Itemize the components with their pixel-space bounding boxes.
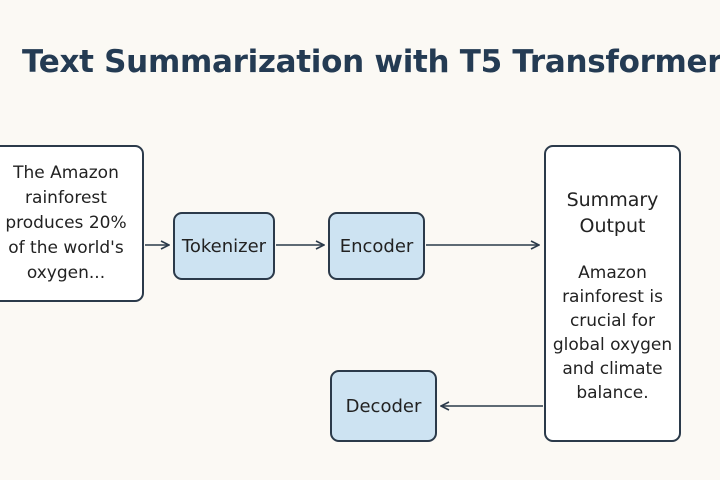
summary-output-title: Summary Output	[566, 189, 659, 237]
decoder-node: Decoder	[330, 370, 437, 442]
decoder-label: Decoder	[345, 395, 422, 417]
input-text-box: The Amazon rainforest produces 20% of th…	[0, 145, 144, 302]
input-text: The Amazon rainforest produces 20% of th…	[5, 163, 127, 283]
summary-output-text: Amazon rainforest is crucial for global …	[552, 263, 673, 403]
diagram-title: Text Summarization with T5 Transformers	[22, 44, 720, 80]
tokenizer-label: Tokenizer	[181, 235, 267, 257]
summary-output-box: Summary Output Amazon rainforest is cruc…	[544, 145, 681, 442]
encoder-label: Encoder	[339, 235, 414, 257]
tokenizer-node: Tokenizer	[173, 212, 275, 280]
encoder-node: Encoder	[328, 212, 425, 280]
